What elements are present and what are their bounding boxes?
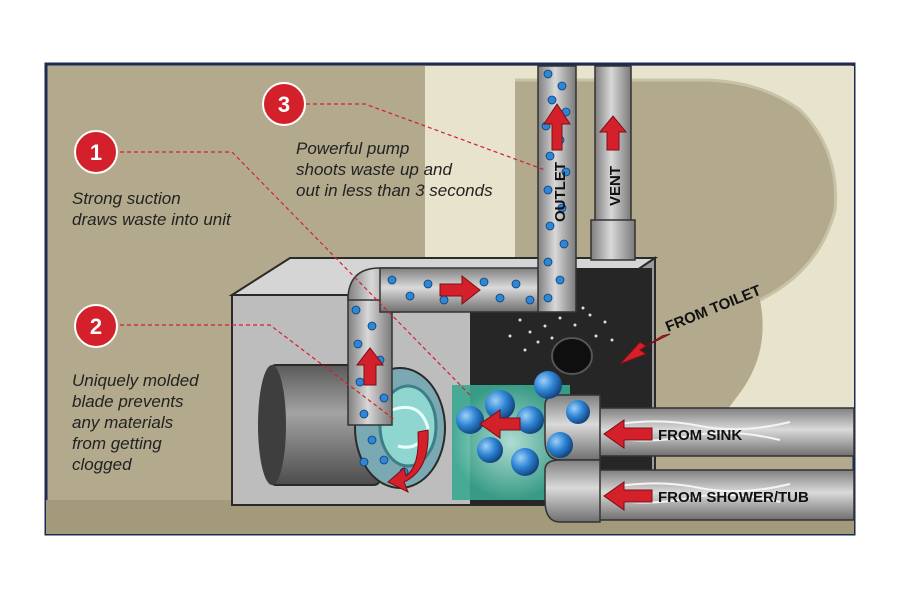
badge-3-number: 3 — [278, 92, 290, 117]
callout-1-text: Strong suction draws waste into unit — [72, 189, 231, 229]
vent-collar — [590, 219, 636, 261]
badge-3: 3 — [262, 82, 306, 126]
toilet-outline — [515, 78, 838, 302]
arrow-vent-up — [598, 115, 628, 151]
bubbles — [351, 69, 571, 477]
badge-1-number: 1 — [90, 140, 102, 165]
motor-end — [258, 365, 286, 485]
badge-2-number: 2 — [90, 314, 102, 339]
flow-arrows — [355, 103, 671, 511]
arrow-from-shower — [603, 481, 653, 511]
leader-3 — [306, 103, 546, 171]
leader-lines — [120, 103, 546, 421]
callout-3-text: Powerful pump shoots waste up and out in… — [296, 139, 493, 200]
arrow-riser-up — [355, 347, 385, 386]
shower-elbow — [544, 459, 601, 523]
arrow-top-right — [439, 274, 481, 306]
label-from-sink: FROM SINK — [658, 427, 742, 444]
arrow-outlet-up — [543, 103, 571, 151]
toilet-inlet — [551, 337, 593, 375]
label-vent: VENT — [607, 166, 624, 206]
leader-1 — [120, 151, 471, 396]
label-from-shower: FROM SHOWER/TUB — [658, 489, 809, 506]
toilet-silhouette — [425, 66, 854, 444]
callout-2-text: Uniquely molded blade prevents any mater… — [72, 371, 199, 474]
leader-2 — [120, 324, 396, 421]
waste-balls — [456, 371, 590, 476]
blade-swirl — [391, 405, 430, 449]
arrow-chamber-left — [479, 409, 521, 439]
label-outlet: OUTLET — [552, 162, 569, 222]
badge-2: 2 — [74, 304, 118, 348]
arrow-from-sink — [603, 419, 653, 449]
arrow-from-toilet — [619, 333, 671, 365]
badge-1: 1 — [74, 130, 118, 174]
arrow-blade-curve — [387, 429, 429, 494]
